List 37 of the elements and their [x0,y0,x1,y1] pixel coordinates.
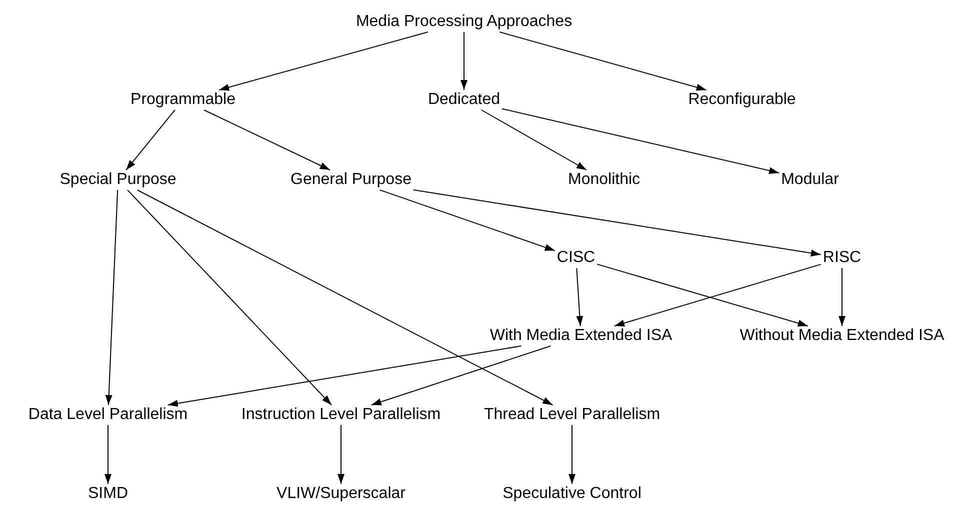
node-label: Instruction Level Parallelism [239,405,443,425]
node-label: Monolithic [566,170,642,190]
node-label: Modular [779,170,841,190]
node-label: Special Purpose [58,170,178,190]
node-label: CISC [554,248,598,268]
node-label: Data Level Parallelism [26,405,190,425]
arrow [204,110,330,170]
node-label: Dedicated [426,90,502,110]
node-label: SIMD [86,484,130,504]
node-label: Reconfigurable [686,90,798,110]
node-label: Thread Level Parallelism [482,405,662,425]
arrow [104,424,112,484]
arrow [499,32,707,91]
arrow [481,110,587,170]
node-label: Speculative Control [500,484,644,504]
arrow [568,424,576,484]
arrow [460,32,468,90]
arrow [136,190,554,406]
arrow [502,108,780,174]
arrow [105,190,118,406]
arrow [338,424,344,484]
arrow [127,190,332,406]
arrow [218,32,428,91]
arrow [379,190,556,252]
node-label: General Purpose [288,170,414,190]
arrow [576,268,584,326]
node-label: Without Media Extended ISA [738,326,946,346]
node-label: RISC [820,248,864,268]
arrow [838,268,846,326]
node-label: With Media Extended ISA [488,326,674,346]
arrow [370,346,552,406]
node-label: Programmable [128,90,238,110]
arrow [412,189,822,257]
arrow [126,110,176,170]
node-label: Media Processing Approaches [354,12,574,32]
node-label: VLIW/Superscalar [274,484,408,504]
arrow [167,346,522,407]
